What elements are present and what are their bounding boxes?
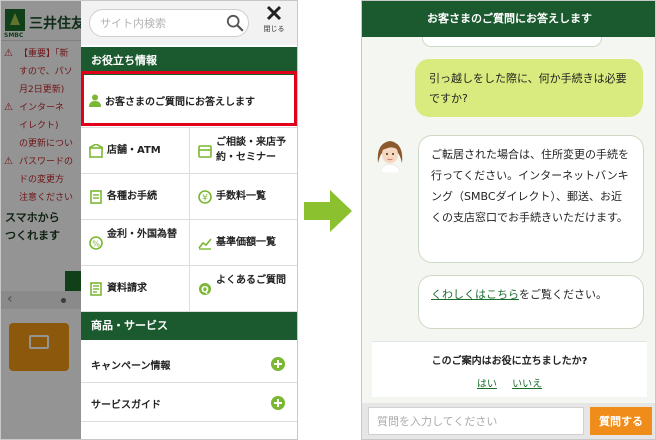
details-link[interactable]: くわしくはこちら [431,288,519,301]
plus-icon[interactable] [271,357,285,371]
notice-line: ⚠パスワードの [4,156,74,167]
section-header-products: 商品・サービス [81,312,297,340]
grid-item-label: よくあるご質問 [216,275,286,286]
grid-item-base-price[interactable]: 基準価額一覧 [190,220,297,266]
interest-rate-icon: % [89,236,103,250]
notice-line: 注意ください [19,193,74,203]
grid-item-consultation[interactable]: ご相談・来店予約・セミナー [190,128,297,174]
grid-item-store-atm[interactable]: 店舗・ATM [81,128,190,174]
question-input[interactable] [368,407,584,435]
right-phone-screen: お客さまのご質問にお答えします 引っ越しをした際に、何か手続きは必要ですか? ご… [361,0,656,440]
grid-item-label: ご相談・来店予約・セミナー [216,137,286,163]
menu-item-label: キャンペーン情報 [91,361,171,372]
plus-icon[interactable] [271,396,285,410]
notice-line: ⚠インターネ [4,102,65,113]
grid-item-label: 基準価額一覧 [216,237,276,248]
grid-item-label: 金利・外国為替 [107,229,177,240]
menu-item-label: サービスガイド [91,400,161,411]
bot-message-bubble: くわしくはこちらをご覧ください。 [418,275,644,329]
menu-item-campaign[interactable]: キャンペーン情報 [81,345,297,383]
site-search-box [89,9,249,37]
warning-icon: ⚠ [4,102,13,113]
laptop-icon [29,335,49,349]
notice-line: 月2日更新) [19,85,65,95]
feedback-question: このご案内はお役に立ちましたか? [431,356,588,367]
grid-item-faq[interactable]: Q よくあるご質問 [190,266,297,312]
feedback-options: はい いいえ [372,375,647,390]
feedback-yes-link[interactable]: はい [476,379,497,390]
arrow-right-icon [304,190,352,232]
site-header: SMBC 三井住友 [1,1,81,41]
menu-top-bar: 閉じる [81,1,297,45]
menu-item-service-guide[interactable]: サービスガイド [81,384,297,422]
close-menu-button[interactable]: 閉じる [255,5,293,41]
bot-message-text: をご覧ください。 [519,288,607,301]
chat-header-title: お客さまのご質問にお答えします [362,1,655,37]
operator-avatar [370,133,410,173]
bank-name: 三井住友 [29,16,81,32]
svg-text:%: % [92,240,100,249]
warning-icon: ⚠ [4,48,13,59]
notice-line: イレクト) [19,121,59,131]
notice-line: ドの変更方 [19,175,65,185]
menu-backdrop[interactable] [1,1,81,439]
notice-line: ⚠【重要】「新 [4,48,69,59]
service-tile [9,323,69,371]
menu-item-customer-questions[interactable]: お客さまのご質問にお答えします [81,77,297,123]
faq-icon: Q [199,283,211,296]
background-website: SMBC 三井住友 ⚠【重要】「新 すので、パソ 月2日更新) ⚠インターネ イ… [1,1,81,439]
person-icon [89,94,101,107]
section-header-info: お役立ち情報 [81,47,297,75]
fee-icon: ¥ [198,190,212,204]
feedback-panel: このご案内はお役に立ちましたか? はい いいえ [372,341,647,397]
close-icon [266,5,282,21]
notice-line: すので、パソ [19,67,73,77]
grid-item-label: 店舗・ATM [107,145,161,156]
left-phone-screen: SMBC 三井住友 ⚠【重要】「新 すので、パソ 月2日更新) ⚠インターネ イ… [0,0,298,440]
notice-line: の更新につい [19,139,74,149]
consultation-icon [198,145,212,158]
banner-line: つくれます [5,229,60,242]
feedback-no-link[interactable]: いいえ [512,379,543,390]
ask-question-button[interactable]: 質問する [590,407,652,435]
menu-item-label: お客さまのご質問にお答えします [105,97,255,108]
grid-item-label: 手数料一覧 [216,191,266,202]
banner-tab [65,271,81,293]
document-request-icon [90,282,102,296]
warning-icon: ⚠ [4,156,13,167]
grid-item-label: 資料請求 [107,283,147,294]
close-label: 閉じる [263,25,285,33]
grid-item-interest-rates[interactable]: % 金利・外国為替 [81,220,190,266]
grid-item-fees[interactable]: ¥ 手数料一覧 [190,174,297,220]
menu-grid: 店舗・ATM ご相談・来店予約・セミナー 各種お手続 ¥ 手数料一覧 % 金利・… [81,127,297,312]
carousel-pager [1,291,81,309]
banner-line: スマホから [5,211,60,224]
chat-input-bar: 質問する [362,403,655,439]
procedures-icon [90,190,102,204]
search-icon[interactable] [226,14,244,32]
highlight-frame [81,71,297,126]
grid-item-label: 各種お手続 [107,191,157,202]
chart-icon [198,238,212,250]
svg-text:¥: ¥ [202,194,208,204]
grid-item-procedures[interactable]: 各種お手続 [81,174,190,220]
user-message-bubble: 引っ越しをした際に、何か手続きは必要ですか? [415,59,643,117]
smbc-logo-text: SMBC [4,32,24,39]
notice-list: ⚠【重要】「新 すので、パソ 月2日更新) ⚠インターネ イレクト) の更新につ… [1,45,81,207]
grid-item-document-request[interactable]: 資料請求 [81,266,190,312]
svg-text:Q: Q [201,286,209,296]
smbc-logo-icon [5,9,25,31]
bot-message-bubble: ご転居された場合は、住所変更の手続を行ってください。インターネットバンキング（S… [418,135,644,263]
slide-menu: 閉じる お役立ち情報 お客さまのご質問にお答えします 店舗・ATM ご相談・来店… [81,1,297,439]
site-search-input[interactable] [100,10,220,36]
store-atm-icon [89,144,103,158]
